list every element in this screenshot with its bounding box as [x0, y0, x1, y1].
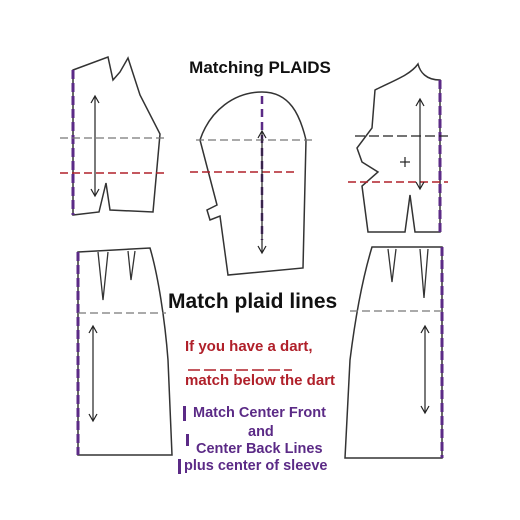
purple-bar-3 [178, 459, 181, 474]
back-skirt-piece [344, 246, 444, 459]
center-note-line3: Center Back Lines [196, 441, 323, 457]
purple-bar-2 [186, 434, 189, 446]
dart-note-line1: If you have a dart, [185, 338, 313, 355]
front-bodice-piece [60, 55, 165, 216]
match-plaid-lines-label: Match plaid lines [168, 290, 338, 313]
dart-note-line2: match below the dart [185, 372, 336, 389]
sleeve-piece [190, 91, 312, 276]
back-bodice-piece [348, 62, 448, 233]
front-skirt-piece [76, 247, 173, 456]
center-note-line1: Match Center Front [193, 405, 326, 421]
diagram-title: Matching PLAIDS [189, 58, 331, 77]
center-note-line4: plus center of sleeve [184, 458, 328, 474]
purple-bar-1 [183, 406, 186, 421]
center-note-line2: and [248, 424, 274, 440]
